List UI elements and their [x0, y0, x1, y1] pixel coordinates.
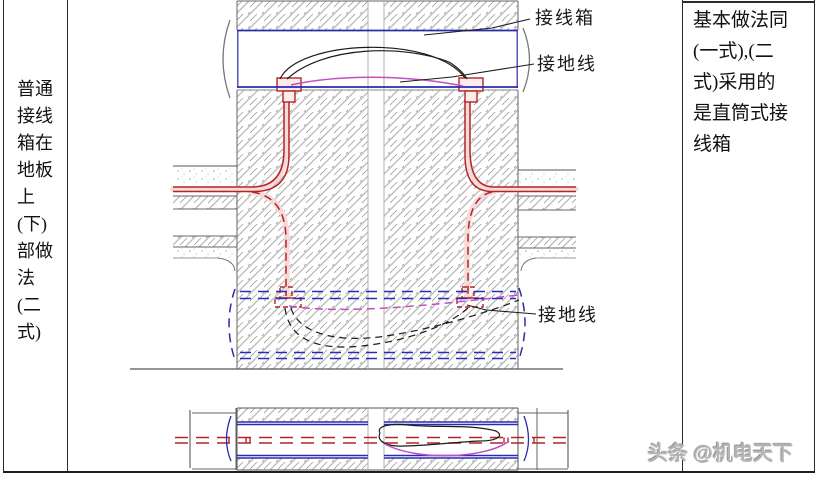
- table-divider-left-cell: [67, 0, 68, 472]
- annotation-leaders: [399, 18, 537, 315]
- ground-wires: [288, 76, 519, 457]
- plan-view-conduit: [175, 436, 568, 444]
- technical-drawing: 接线箱 接地线 接地线: [130, 0, 598, 471]
- table-divider-right-cell: [682, 0, 683, 472]
- row-title-cell: 普通 接线 箱在 地板 上 (下) 部做 法 (二 式): [17, 79, 53, 342]
- method-note-cell: 基本做法同 (一式),(二 式)采用的 是直筒式接 线箱: [693, 10, 789, 155]
- ground-wire-lower-leader: [466, 304, 537, 315]
- conduit-lines: [173, 77, 576, 444]
- junction-box-label: 接线箱: [535, 8, 595, 28]
- table-border-left: [3, 0, 4, 472]
- ground-wire-upper-leader: [399, 63, 535, 83]
- structure-outlines: [130, 0, 576, 471]
- plan-view-couplings: [228, 437, 535, 443]
- watermark: 头条 @机电天下: [648, 443, 794, 465]
- ground-wire-lower-label: 接地线: [538, 305, 598, 325]
- table-border-right: [814, 0, 815, 472]
- junction-box-leader: [423, 18, 531, 36]
- ground-wire-upper-label: 接地线: [537, 54, 597, 74]
- table-border-bottom: [3, 471, 815, 473]
- table-border-top-right: [682, 1, 815, 3]
- circuit-wires: [279, 46, 520, 447]
- concrete-hatch-areas: [173, 1, 576, 470]
